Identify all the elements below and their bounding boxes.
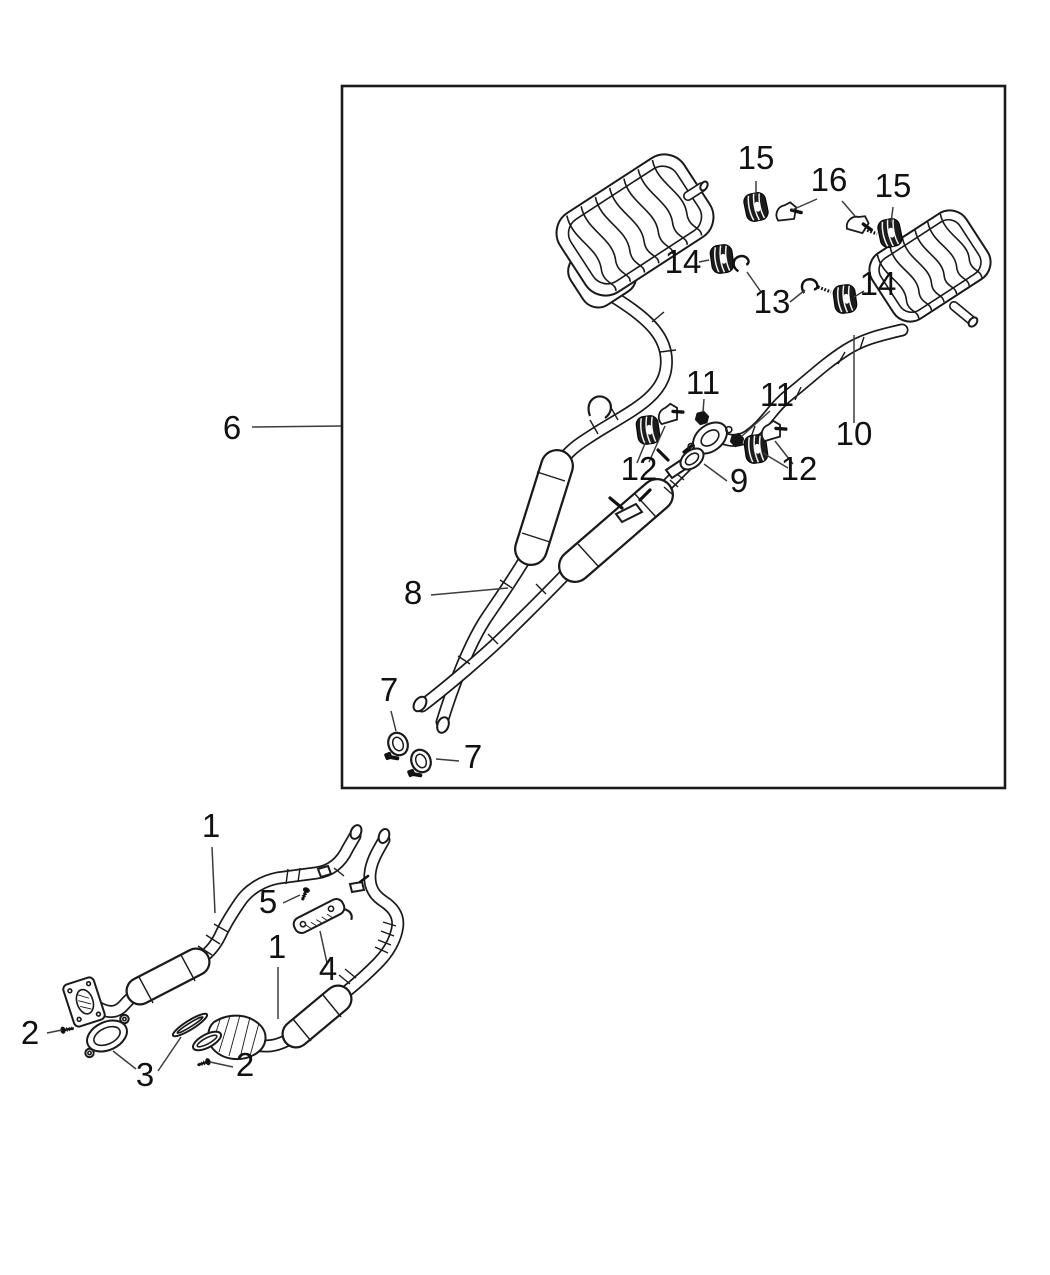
callout-9: 9 [730,462,748,499]
callout-12-right: 12 [781,450,818,487]
right-muffler [868,209,992,323]
bracket-12 [653,399,687,428]
gasket-edge [171,1012,209,1038]
heat-shield-elbow [191,1014,267,1061]
callout-3: 3 [136,1056,154,1093]
rear-exhaust-assembly [375,153,992,782]
callout-8: 8 [404,574,422,611]
left-muffler [555,153,715,309]
isolator-14 [831,282,859,316]
pipe-tip [412,695,428,713]
diagram-frame [340,84,1007,790]
callout-1-upper: 1 [202,807,220,844]
pipe-hanger-tab [348,874,370,894]
bracket-4 [292,898,353,934]
callout-7-left: 7 [380,671,398,708]
front-exhaust-pipes [58,824,405,1070]
muffler-nipple [699,180,709,192]
resonator-left [514,449,574,566]
callout-5: 5 [259,883,277,920]
resonator-right [558,478,674,583]
bolt-2 [58,1023,76,1036]
callout-14-left: 14 [665,243,702,280]
isolator-15 [875,216,905,250]
callout-2-lower: 2 [236,1046,254,1083]
pipe-tip [436,716,450,734]
welded-hanger-loop [587,395,612,419]
callout-15-right: 15 [875,167,912,204]
pipe-tab [316,864,333,879]
catalytic-converter-left [125,947,211,1006]
isolator-12 [634,413,662,447]
hook-bolt-13 [731,253,752,274]
callout-2-left: 2 [21,1014,39,1051]
callout-4: 4 [319,950,337,987]
pipe-end [377,828,391,844]
callout-1-lower: 1 [268,928,286,965]
leader-lines [46,181,894,1072]
callout-14-right: 14 [860,265,897,302]
callout-7-right: 7 [464,738,482,775]
callout-16: 16 [811,161,848,198]
screw-5 [297,885,312,903]
callout-10: 10 [836,415,873,452]
hook-bolt-13 [799,277,820,296]
callout-12-left: 12 [621,450,658,487]
callout-6: 6 [223,409,241,446]
callout-13: 13 [754,283,791,320]
pipe-end [349,824,363,840]
callout-11-left: 11 [686,364,720,401]
bolt-2 [195,1056,213,1070]
front-flange [62,976,106,1028]
catalytic-converter-right [281,984,353,1049]
bracket-16 [844,211,876,237]
callout-15-left: 15 [738,139,775,176]
muffler-tip [967,316,979,328]
welded-pin-bracket [608,488,652,524]
isolator-14 [708,242,736,276]
gasket-3 [84,1013,130,1059]
callout-labels: 6 15 16 15 14 13 14 11 11 12 9 12 10 8 7… [21,139,912,1093]
callout-11-right: 11 [760,376,794,413]
clamp-7 [375,727,414,765]
bracket-16 [772,199,804,224]
gasket-9 [679,447,705,471]
